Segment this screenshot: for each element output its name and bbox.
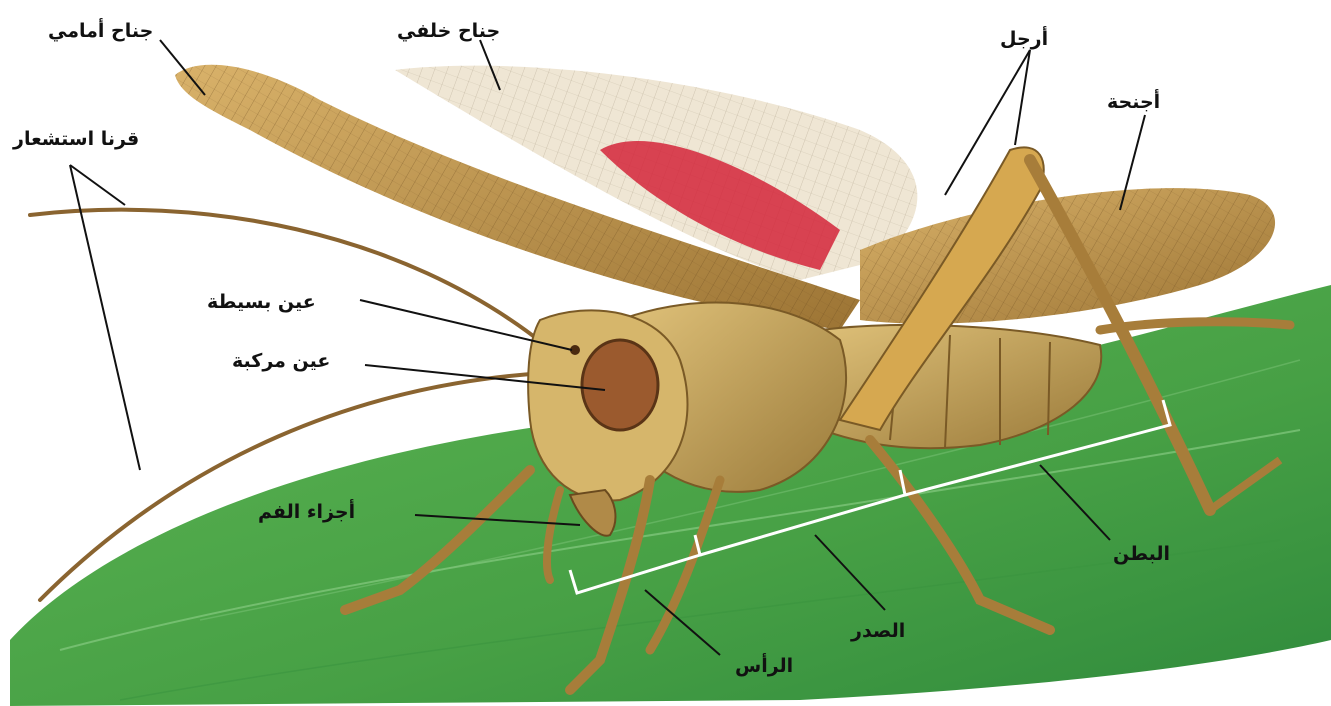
label-mouthparts: أجزاء الفم — [258, 503, 355, 522]
label-forewing: جناح أمامي — [48, 22, 153, 41]
label-thorax: الصدر — [851, 622, 905, 641]
label-head: الرأس — [735, 657, 793, 676]
label-compound-eye: عين مركبة — [232, 352, 330, 371]
label-antennae: قرنا استشعار — [13, 130, 139, 149]
label-abdomen: البطن — [1113, 545, 1170, 564]
compound-eye — [582, 340, 658, 430]
label-simple-eye: عين بسيطة — [207, 293, 316, 312]
label-legs: أرجل — [1000, 30, 1048, 49]
label-wings: أجنحة — [1107, 93, 1160, 112]
label-hindwing: جناح خلفي — [397, 22, 500, 41]
